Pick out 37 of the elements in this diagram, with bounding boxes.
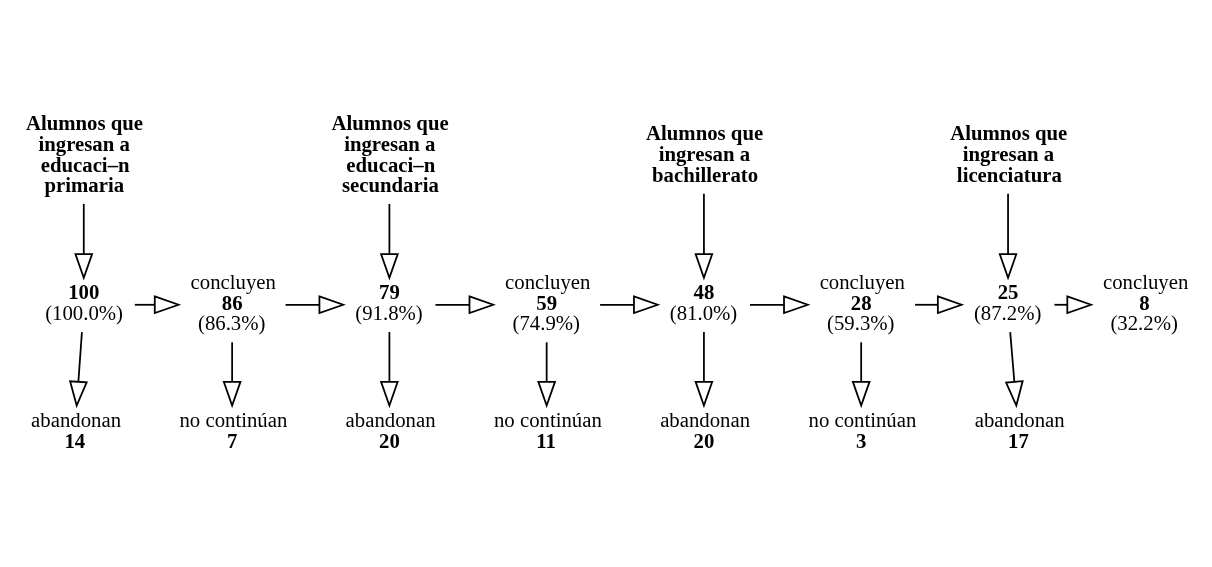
- node-text: Alumnos que ingresan a educaci–n secundaria: [331, 110, 449, 196]
- node-text: Alumnos que ingresan a licenciatura: [950, 120, 1068, 186]
- node-text: concluyen 86 (86.3%): [190, 269, 276, 334]
- node-text: 48 (81.0%): [669, 279, 738, 324]
- node-text: Alumnos que ingresan a educaci–n primaria: [25, 110, 144, 196]
- arrow: [434, 294, 496, 314]
- arrow: [599, 294, 661, 314]
- arrow: [1004, 330, 1024, 408]
- node-text: concluyen 28 (59.3%): [819, 269, 905, 334]
- arrow: [694, 192, 714, 280]
- arrow: [998, 192, 1018, 280]
- node-text: concluyen 8 (32.2%): [1103, 269, 1189, 334]
- node-text: abandonan 20: [660, 407, 751, 451]
- arrow: [537, 340, 557, 408]
- node-text: abandonan 17: [974, 407, 1065, 451]
- node-text: concluyen 59 (74.9%): [505, 269, 591, 334]
- node-text: no continúan 11: [493, 407, 602, 451]
- arrow: [68, 330, 88, 408]
- arrow: [1053, 294, 1094, 314]
- arrow: [379, 330, 399, 408]
- arrow: [749, 294, 811, 314]
- arrow: [694, 330, 714, 408]
- node-text: abandonan 20: [345, 407, 436, 451]
- node-text: 79 (91.8%): [355, 279, 423, 324]
- arrow: [379, 202, 399, 281]
- node-text: Alumnos que ingresan a bachillerato: [646, 120, 764, 186]
- arrow: [222, 340, 242, 408]
- arrow: [284, 294, 346, 314]
- arrow: [851, 340, 871, 408]
- arrow: [914, 294, 965, 314]
- arrow: [74, 202, 94, 281]
- node-text: 100 (100.0%): [45, 279, 124, 324]
- node-text: abandonan 14: [31, 407, 122, 451]
- node-text: no continúan 3: [808, 407, 917, 451]
- node-text: no continúan 7: [179, 407, 288, 451]
- node-text: 25 (87.2%): [973, 279, 1042, 324]
- arrow: [133, 294, 182, 314]
